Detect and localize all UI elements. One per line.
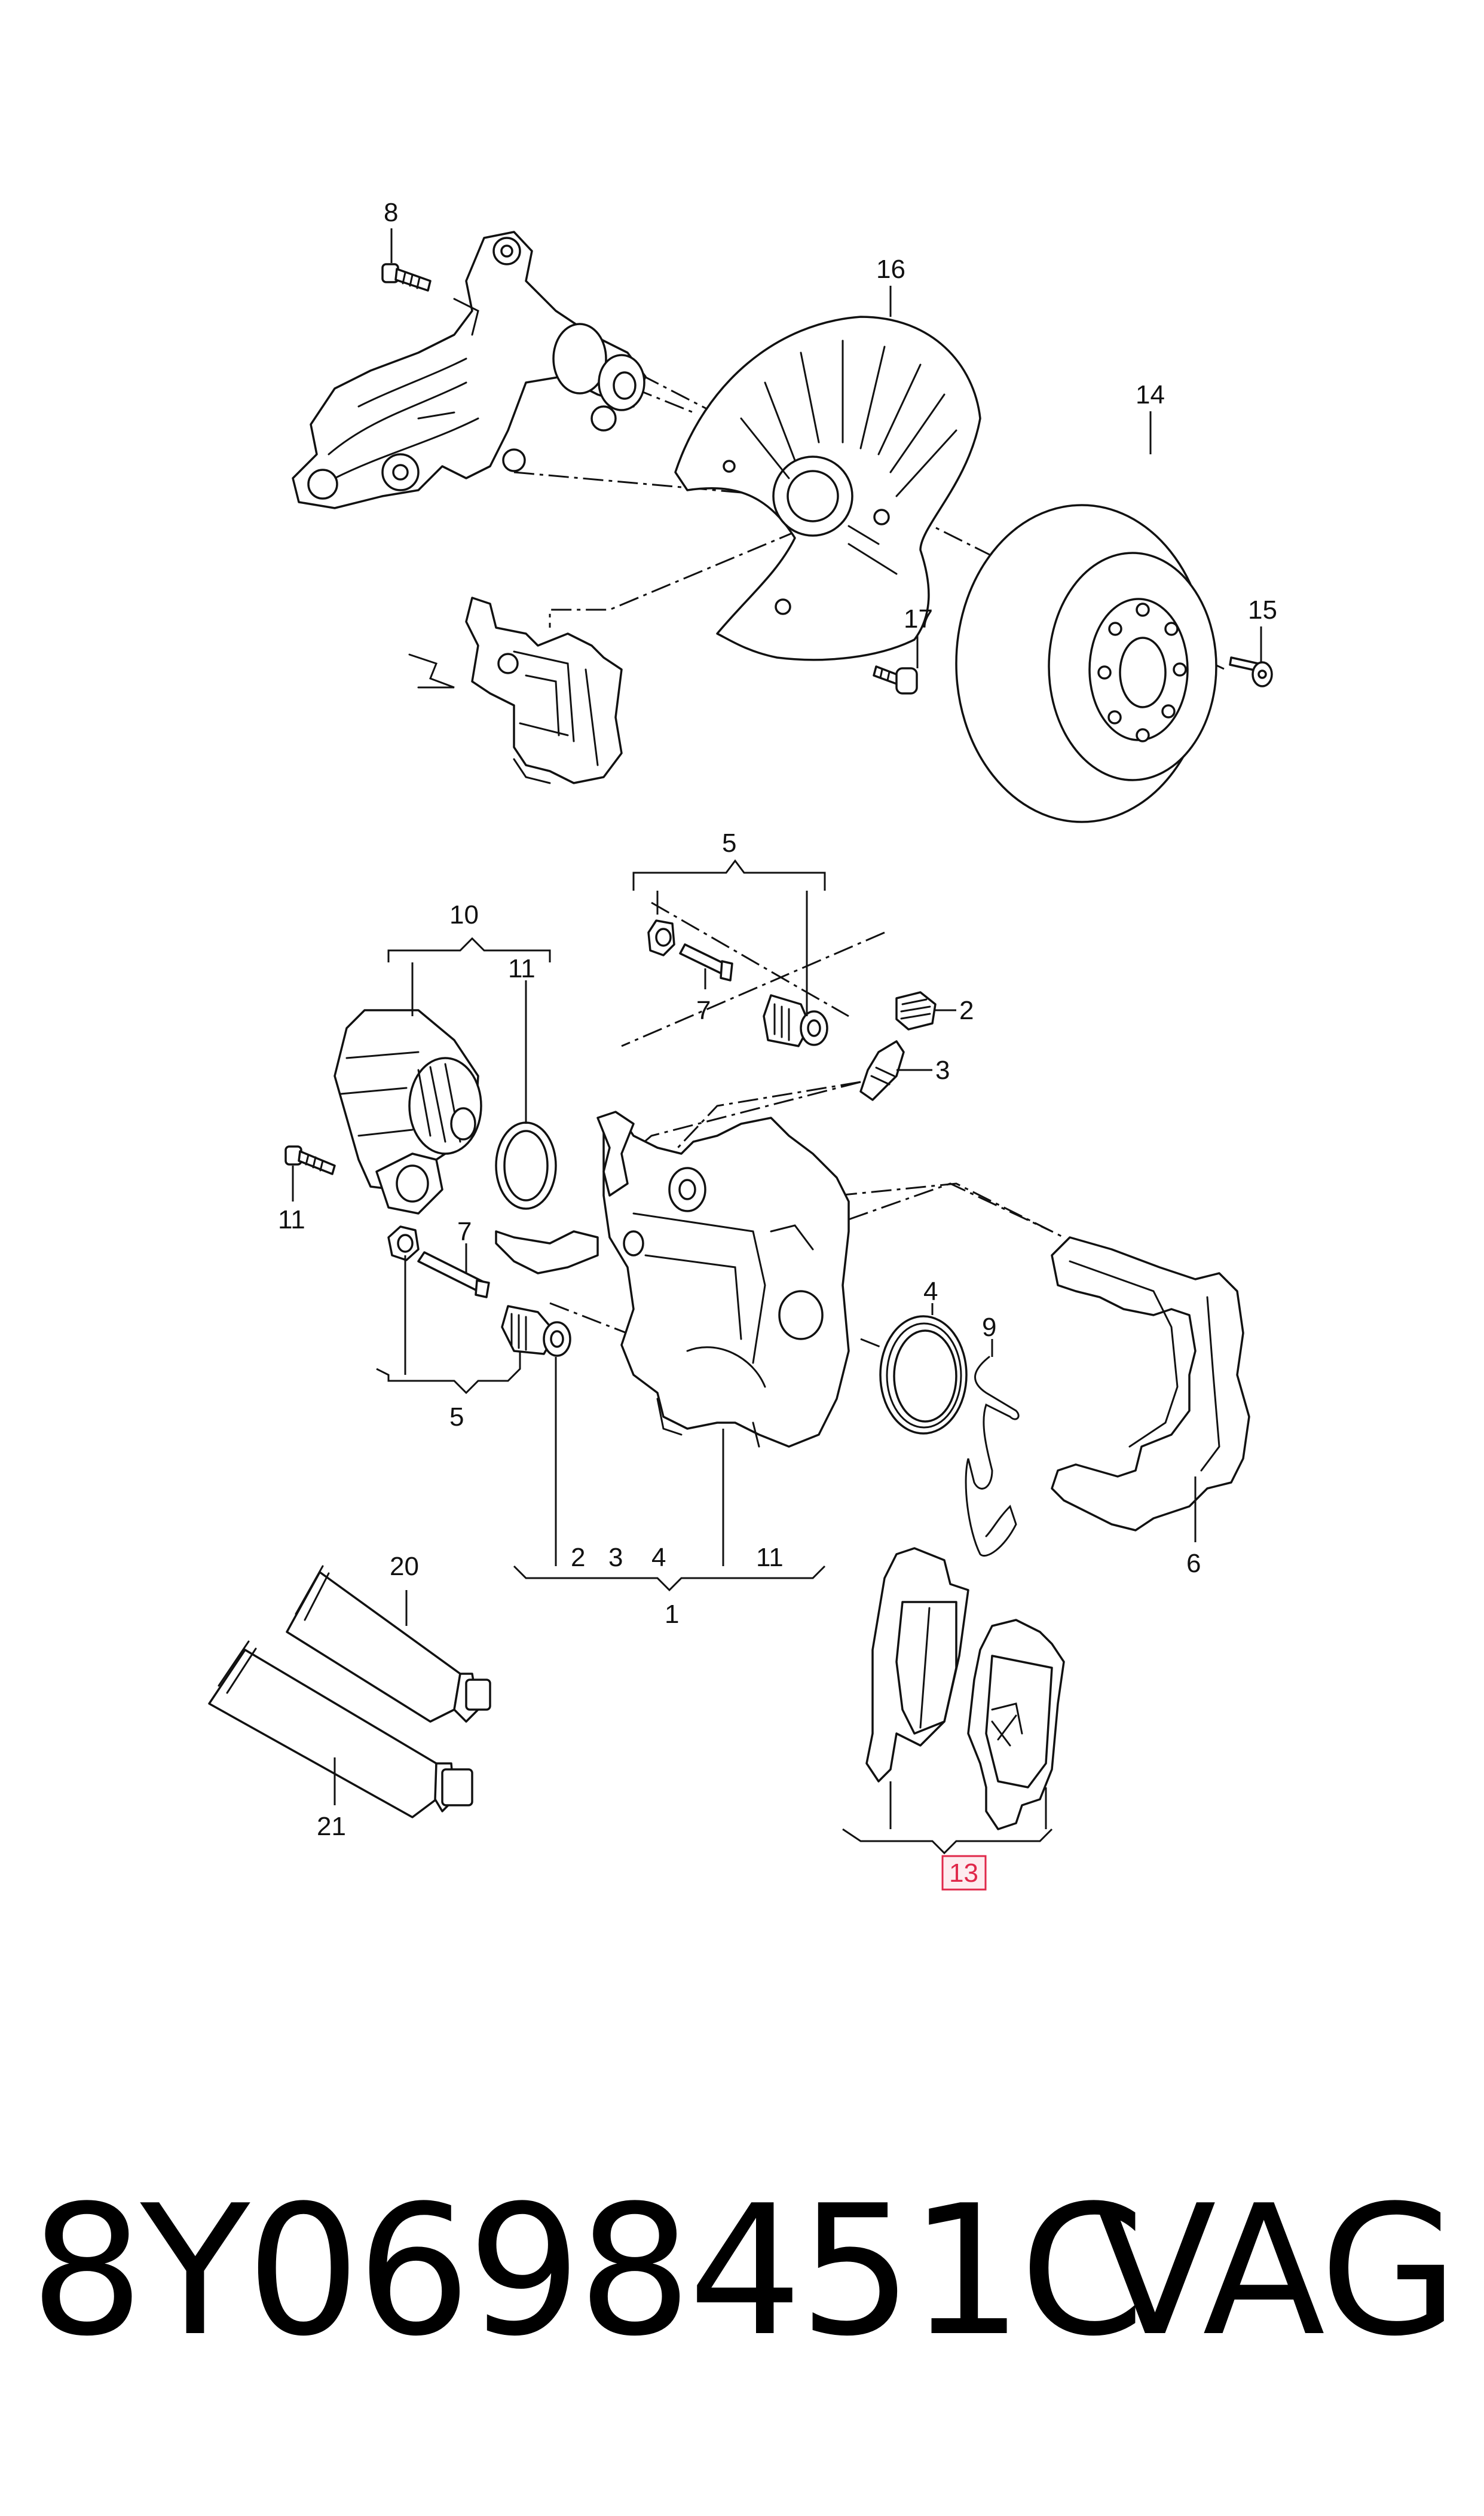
callout-5-top: 5 xyxy=(722,829,736,858)
spring-clip-9 xyxy=(965,1339,1020,1557)
callout-16: 16 xyxy=(876,255,905,284)
part-number: 8Y0698451C xyxy=(30,2167,1145,2376)
motor-bolt-11 xyxy=(284,1145,336,1202)
caliper-group-1-bracket xyxy=(513,1565,826,1592)
screw-17 xyxy=(873,665,918,695)
callouts: 8 16 14 17 15 5 10 11 7 2 3 11 7 4 9 5 6… xyxy=(278,198,1277,1891)
callout-9: 9 xyxy=(982,1313,996,1342)
callout-2-top: 2 xyxy=(959,996,974,1025)
bolt-8 xyxy=(381,263,432,292)
callout-3-group: 3 xyxy=(608,1543,623,1572)
callout-21: 21 xyxy=(317,1812,346,1841)
callout-7-top: 7 xyxy=(696,996,711,1025)
grease-tube-21 xyxy=(208,1640,473,1818)
brake-caliper-1 xyxy=(495,1111,850,1566)
brake-pad-set-13 xyxy=(842,1547,1065,1855)
o-ring-11 xyxy=(495,980,557,1210)
callout-6: 6 xyxy=(1186,1549,1201,1578)
callout-7-bottom: 7 xyxy=(457,1217,472,1246)
caliper-carrier-6 xyxy=(1051,1236,1250,1542)
callout-20: 20 xyxy=(390,1552,419,1581)
callout-1: 1 xyxy=(665,1600,679,1629)
piston-seal-4 xyxy=(879,1303,968,1435)
callout-11-oring: 11 xyxy=(508,954,536,983)
guide-pin-set-top xyxy=(632,859,828,1047)
callout-5-bottom: 5 xyxy=(449,1402,464,1432)
callout-14: 14 xyxy=(1136,380,1165,409)
footer: 8Y0698451C VAG xyxy=(0,2176,1484,2367)
callout-13: 13 xyxy=(949,1858,978,1888)
bleeder-cap-2 xyxy=(895,991,956,1031)
callout-15: 15 xyxy=(1248,595,1277,625)
screw-15 xyxy=(1229,656,1273,687)
parking-brake-motor-10 xyxy=(333,937,551,1215)
brake-disc-14 xyxy=(955,504,1217,823)
callout-3-top: 3 xyxy=(935,1056,950,1085)
callout-2-group: 2 xyxy=(571,1543,585,1572)
bleeder-valve-3 xyxy=(859,1040,932,1101)
caliper-overview xyxy=(408,597,623,784)
callout-10: 10 xyxy=(449,900,479,930)
callout-4-group: 4 xyxy=(651,1543,666,1572)
callout-4-top: 4 xyxy=(923,1277,938,1306)
callout-17: 17 xyxy=(904,604,933,634)
splash-shield-16 xyxy=(674,316,981,661)
callout-8: 8 xyxy=(384,198,398,227)
grease-tube-20 xyxy=(286,1565,491,1723)
callout-13-highlight-box xyxy=(941,1855,987,1891)
wheel-carrier xyxy=(292,231,647,509)
callout-11-group: 11 xyxy=(756,1543,784,1572)
guide-pin-set-bottom xyxy=(376,1225,571,1566)
callout-11-bolt: 11 xyxy=(278,1205,305,1234)
brand-label: VAG xyxy=(1094,2167,1458,2376)
